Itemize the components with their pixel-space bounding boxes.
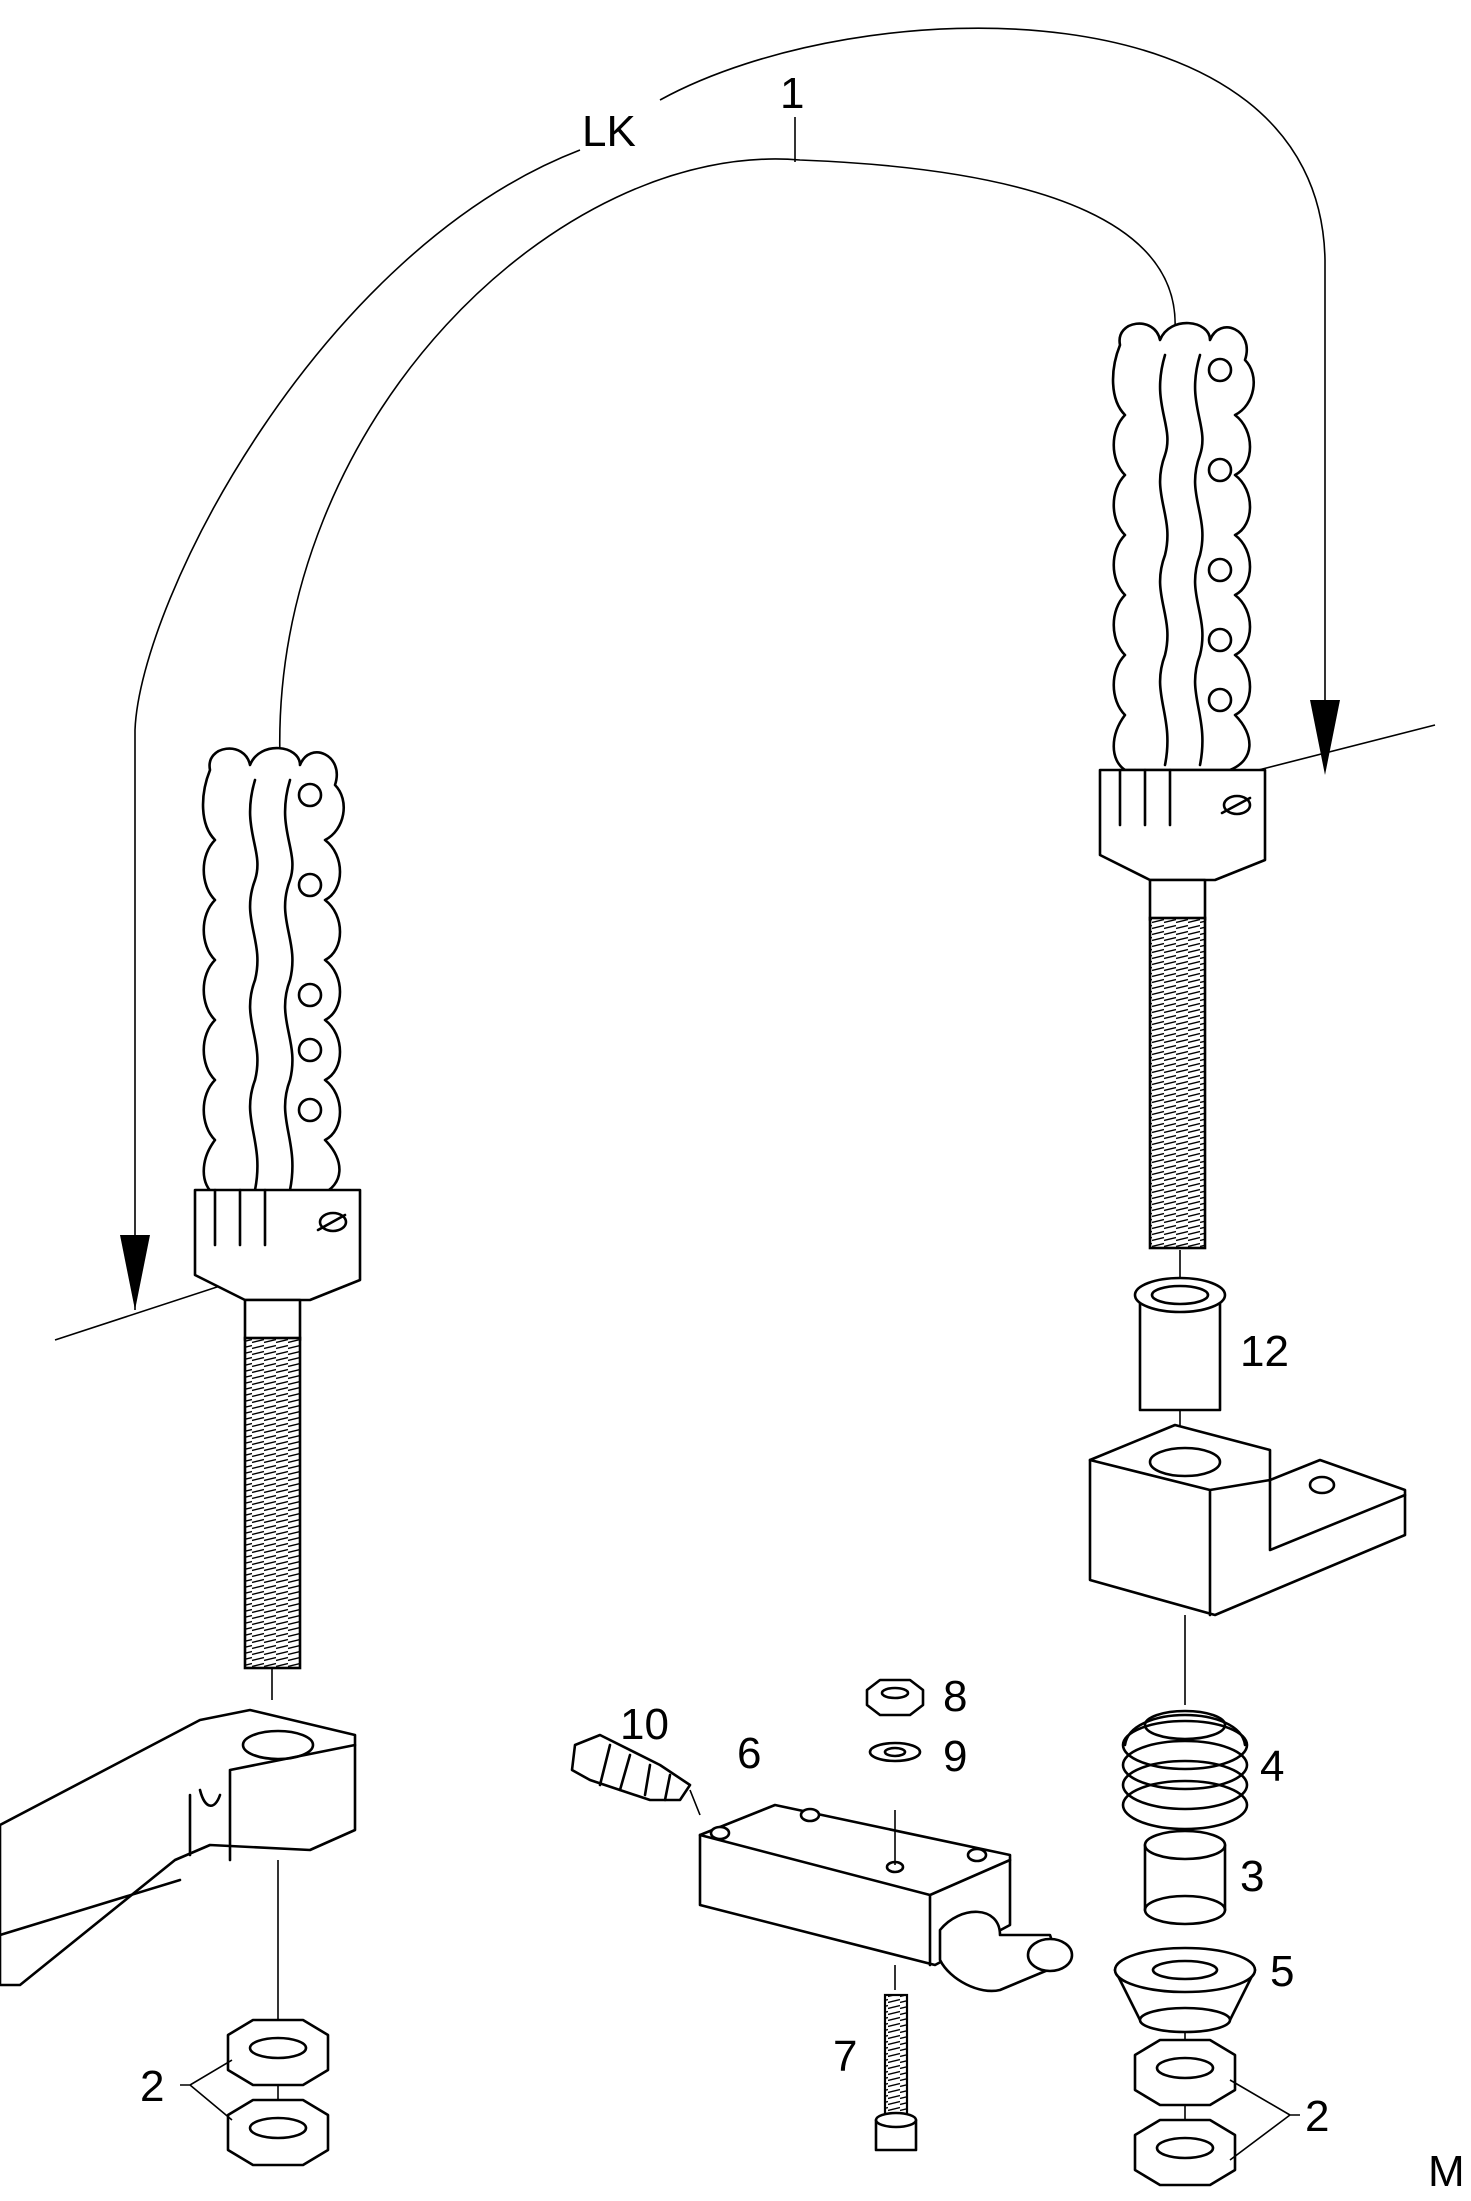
sleeve-part [1143,1829,1227,1926]
right-clevis [1098,768,1267,882]
corner-mark: M [1428,2147,1465,2196]
left-threaded-rod [243,1336,302,1670]
spring-part [1121,1709,1249,1831]
bushing-part [1133,1250,1227,1412]
right-nuts [1133,2038,1300,2187]
callout-item-2-left: 2 [140,2062,165,2111]
callout-lk: LK [582,107,636,156]
left-chain-assembly [193,746,362,1670]
callout-item-9: 9 [943,1732,968,1781]
callout-item-7: 7 [833,2032,858,2081]
callout-item-12: 12 [1240,1327,1289,1376]
callout-item-10: 10 [620,1700,669,1749]
small-nut-washer [865,1678,925,1763]
callout-item-3: 3 [1240,1852,1265,1901]
limit-switch [698,1803,1074,1993]
screw-part [874,1965,918,2152]
callout-item-5: 5 [1270,1947,1295,1996]
left-clevis [193,1188,362,1302]
lever-arm [0,1668,357,2025]
callout-item-8: 8 [943,1672,968,1721]
cup-washer-part [1113,1946,1257,2050]
callout-item-2-right: 2 [1305,2092,1330,2141]
callout-item-1: 1 [780,69,805,118]
right-chain-links [1111,321,1255,772]
mounting-block [1088,1410,1407,1705]
right-chain-assembly [1098,321,1267,1250]
chain-leader-arc [279,117,1176,761]
left-chain-links [201,746,345,1197]
right-threaded-rod [1148,916,1207,1250]
cable-fitting [570,1733,701,1816]
callout-item-6: 6 [737,1729,762,1778]
left-nuts [180,2018,330,2167]
callout-item-4: 4 [1260,1742,1285,1791]
